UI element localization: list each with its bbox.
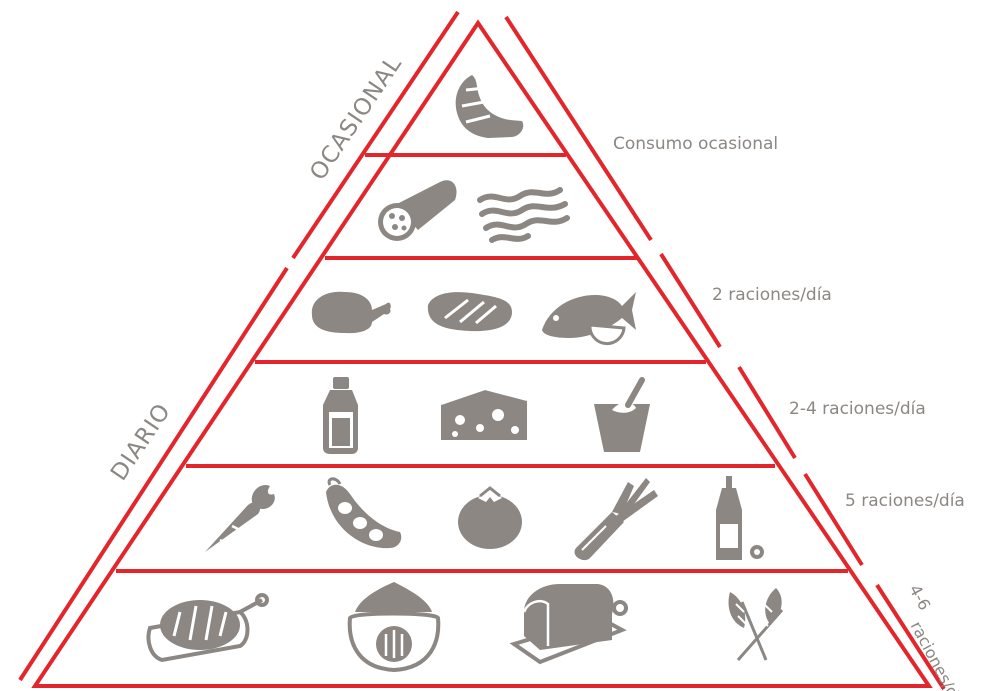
steak-icon [427, 292, 512, 332]
pyramid-triangle [31, 19, 933, 688]
cheese-icon [440, 387, 528, 440]
carrot-icon [205, 484, 275, 552]
bracket-tier-1-2 [504, 15, 653, 242]
right-brackets [504, 15, 946, 691]
wheat-icon [728, 588, 784, 661]
croissant-icon [455, 75, 524, 138]
peas-icon [326, 477, 402, 549]
tomato-icon [458, 486, 522, 549]
food-icons [146, 75, 784, 673]
tier-label-vegetables: 5 raciones/día [845, 491, 965, 511]
tier-label-occasional: Consumo ocasional [613, 134, 778, 154]
tier-label-grains-line2: raciones/día [907, 618, 970, 691]
bracket-tier-6 [875, 583, 946, 691]
milk-bottle-icon [323, 377, 358, 454]
flour-sack-icon [347, 582, 441, 673]
bread-board-icon [146, 593, 269, 663]
fish-icon [542, 292, 636, 345]
tier-label-grains: 4-6 raciones/día [905, 581, 970, 691]
left-brackets [18, 10, 460, 682]
chicken-icon [311, 291, 391, 334]
bracket-occasional [291, 10, 460, 260]
tier-label-proteins: 2 raciones/día [712, 285, 832, 305]
side-label-daily: DIARIO [106, 399, 176, 486]
bracket-tier-4 [737, 365, 797, 460]
bread-loaf-icon [509, 584, 628, 665]
pyramid-outline [31, 19, 933, 688]
sausage-icon [378, 180, 457, 241]
tier-label-grains-line1: 4-6 [905, 581, 934, 613]
tier-label-dairy: 2-4 raciones/día [789, 399, 926, 419]
bracket-tier-5 [803, 472, 864, 567]
olive-oil-icon [716, 476, 764, 560]
bracket-tier-3 [659, 252, 722, 349]
leek-icon [574, 478, 658, 561]
bracket-daily [18, 266, 289, 682]
yogurt-icon [594, 377, 650, 452]
bacon-icon [477, 187, 570, 243]
